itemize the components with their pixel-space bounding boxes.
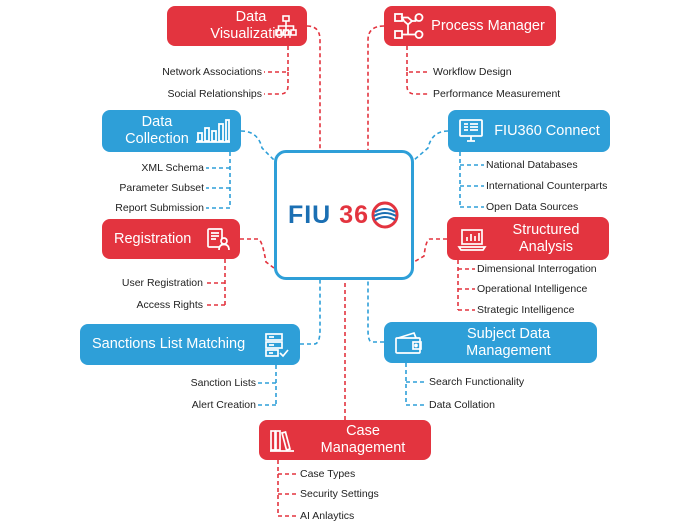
sub-item: Strategic Intelligence xyxy=(477,304,575,316)
laptop-chart-icon xyxy=(457,217,487,260)
connector-line xyxy=(459,152,484,208)
sub-item: Report Submission xyxy=(115,202,204,214)
node-fiu360-connect: FIU360 Connect xyxy=(448,110,610,152)
connector-line xyxy=(367,280,384,343)
node-title: Sanctions List Matching xyxy=(92,336,246,352)
node-title: Data Visualization xyxy=(210,9,292,42)
org-chart-icon xyxy=(275,6,297,46)
sub-item: Dimensional Interrogation xyxy=(477,263,597,275)
monitor-icon xyxy=(458,110,484,152)
sub-item: Network Associations xyxy=(162,66,262,78)
node-title: Process Manager xyxy=(431,17,545,34)
connector-line xyxy=(413,238,447,263)
sub-item: Parameter Subset xyxy=(119,182,204,194)
connector-line xyxy=(367,25,385,150)
checklist-icon xyxy=(264,324,290,365)
connector-line xyxy=(300,280,321,345)
node-data-visualization: Data Visualization xyxy=(167,6,307,46)
connector-line xyxy=(264,46,289,95)
books-icon xyxy=(269,420,295,460)
globe-icon xyxy=(371,201,399,229)
center-logo-box: FIU 36 xyxy=(274,150,414,280)
sub-item: Data Collation xyxy=(429,399,495,411)
connector-line xyxy=(240,238,275,269)
connector-line xyxy=(406,46,430,95)
fiu360-logo: FIU 36 xyxy=(288,200,400,230)
node-subject-data-management: Subject Data Management xyxy=(384,322,597,363)
user-form-icon xyxy=(206,219,230,259)
node-title: Case Management xyxy=(320,423,406,456)
logo-text-fiu: FIU xyxy=(287,200,332,229)
node-structured-analysis: Structured Analysis xyxy=(447,217,609,260)
node-title: Data Collection xyxy=(125,114,189,147)
sub-item: Workflow Design xyxy=(433,66,512,78)
sub-item: National Databases xyxy=(486,159,578,171)
sub-item: XML Schema xyxy=(141,162,204,174)
node-title: Structured Analysis xyxy=(512,221,580,255)
sub-item: Case Types xyxy=(300,468,356,480)
connector-line xyxy=(306,25,321,150)
node-data-collection: Data Collection xyxy=(102,110,241,152)
connector-line xyxy=(240,130,275,161)
node-title: FIU360 Connect xyxy=(494,122,600,139)
connector-line xyxy=(413,130,449,161)
sub-item: Social Relationships xyxy=(167,88,262,100)
sub-item: Access Rights xyxy=(136,299,203,311)
sub-item: International Counterparts xyxy=(486,180,608,192)
wallet-icon xyxy=(394,322,424,363)
sub-item: Performance Measurement xyxy=(433,88,561,100)
sub-item: Operational Intelligence xyxy=(477,283,588,295)
sub-item: Alert Creation xyxy=(191,399,256,411)
sub-item: Open Data Sources xyxy=(486,201,579,213)
sub-item: Sanction Lists xyxy=(190,377,256,389)
connector-line xyxy=(258,365,277,406)
connector-line xyxy=(206,152,231,209)
sub-item: Security Settings xyxy=(300,488,379,500)
sub-item: User Registration xyxy=(121,277,203,289)
bar-chart-icon xyxy=(195,110,231,152)
connector-line xyxy=(277,460,297,517)
node-title: Registration xyxy=(114,230,192,247)
sub-item: Search Functionality xyxy=(429,376,525,388)
workflow-icon xyxy=(394,6,424,46)
logo-text-36: 36 xyxy=(339,200,370,229)
sub-item: AI Anlaytics xyxy=(300,510,355,522)
node-sanctions-list-matching: Sanctions List Matching xyxy=(80,324,300,365)
node-case-management: Case Management xyxy=(259,420,431,460)
connector-line xyxy=(457,260,475,311)
node-registration: Registration xyxy=(102,219,240,259)
connector-line xyxy=(405,363,426,406)
node-title: Subject Data Management xyxy=(466,325,551,359)
node-process-manager: Process Manager xyxy=(384,6,556,46)
connector-line xyxy=(206,259,226,306)
